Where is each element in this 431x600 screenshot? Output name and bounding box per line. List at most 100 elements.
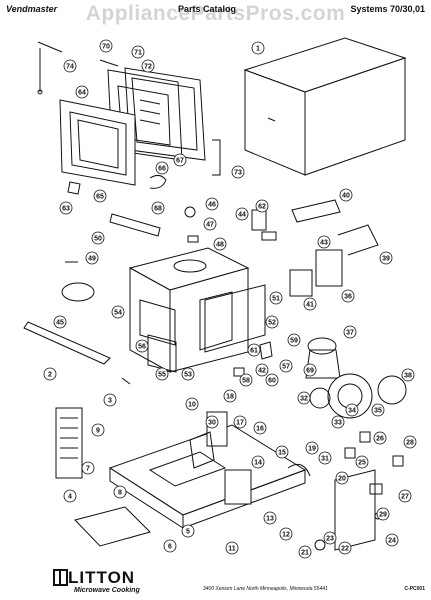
svg-text:47: 47	[206, 222, 214, 229]
hinge-strip-part	[99, 59, 119, 67]
balloon-28: 28	[403, 435, 417, 449]
svg-text:52: 52	[268, 320, 276, 327]
svg-text:40: 40	[342, 193, 350, 200]
svg-text:17: 17	[236, 420, 244, 427]
balloon-12: 12	[279, 527, 293, 541]
company-address: 3400 Xenium Lane North Minneapolis, Minn…	[203, 586, 328, 592]
balloon-21: 21	[298, 545, 312, 559]
balloon-9: 9	[91, 423, 105, 437]
relay-board-part	[334, 469, 376, 551]
thermal-cutout-part	[184, 206, 196, 218]
balloon-35: 35	[371, 403, 385, 417]
balloon-51: 51	[269, 291, 283, 305]
balloon-54: 54	[111, 305, 125, 319]
svg-text:8: 8	[118, 490, 122, 497]
svg-text:49: 49	[88, 256, 96, 263]
balloon-38: 38	[401, 368, 415, 382]
balloon-37: 37	[343, 325, 357, 339]
svg-text:9: 9	[96, 428, 100, 435]
svg-text:36: 36	[344, 294, 352, 301]
balloon-70: 70	[99, 39, 113, 53]
balloon-24: 24	[385, 533, 399, 547]
svg-text:68: 68	[154, 206, 162, 213]
diode-part	[189, 431, 215, 469]
stirrer-part	[61, 282, 95, 302]
cavity-side-panel-part	[204, 284, 266, 353]
balloon-36: 36	[341, 289, 355, 303]
svg-text:60: 60	[268, 378, 276, 385]
terminal-block-part	[392, 455, 404, 467]
balloon-67: 67	[173, 153, 187, 167]
svg-text:55: 55	[158, 372, 166, 379]
svg-text:12: 12	[282, 532, 290, 539]
balloon-53: 53	[181, 367, 195, 381]
door-assembly-part	[59, 99, 136, 186]
balloon-15: 15	[275, 445, 289, 459]
balloon-32: 32	[297, 391, 311, 405]
brand-name: LITTON	[68, 568, 136, 587]
balloon-7: 7	[81, 461, 95, 475]
balloon-8: 8	[113, 485, 127, 499]
balloon-2: 2	[43, 367, 57, 381]
hv-transformer-part	[224, 469, 252, 505]
balloon-16: 16	[253, 421, 267, 435]
svg-text:54: 54	[114, 310, 122, 317]
svg-text:44: 44	[238, 212, 246, 219]
switch-part	[259, 341, 273, 360]
balloon-64: 64	[75, 85, 89, 99]
svg-text:18: 18	[226, 394, 234, 401]
svg-text:45: 45	[56, 320, 64, 327]
svg-text:39: 39	[382, 256, 390, 263]
balloon-43: 43	[317, 235, 331, 249]
door-link-part	[37, 41, 63, 95]
svg-text:10: 10	[188, 402, 196, 409]
balloon-58: 58	[239, 373, 253, 387]
header-title: Parts Catalog	[178, 4, 237, 14]
terminal-block-part	[359, 431, 371, 443]
svg-text:57: 57	[282, 364, 290, 371]
balloon-19: 19	[305, 441, 319, 455]
balloon-72: 72	[141, 59, 155, 73]
svg-text:14: 14	[254, 460, 262, 467]
latch-handle-part	[149, 174, 167, 189]
svg-text:74: 74	[66, 64, 74, 71]
svg-text:13: 13	[266, 516, 274, 523]
balloon-74: 74	[63, 59, 77, 73]
balloon-30: 30	[205, 415, 219, 429]
balloon-4: 4	[63, 489, 77, 503]
svg-text:53: 53	[184, 372, 192, 379]
balloon-14: 14	[251, 455, 265, 469]
litton-logo-icon	[53, 569, 68, 586]
balloon-52: 52	[265, 315, 279, 329]
svg-text:37: 37	[346, 330, 354, 337]
header-model: Vendmaster	[6, 4, 58, 14]
filter-part	[74, 506, 151, 547]
balloon-47: 47	[203, 217, 217, 231]
svg-text:35: 35	[374, 408, 382, 415]
svg-text:59: 59	[290, 338, 298, 345]
svg-text:65: 65	[96, 194, 104, 201]
capacitor-part	[289, 269, 313, 297]
watermark: AppliancePartsPros.com	[85, 2, 346, 25]
svg-text:26: 26	[376, 436, 384, 443]
interlock-switch-part	[251, 209, 267, 231]
header-system: Systems 70/30,01	[350, 4, 425, 14]
terminal-part	[187, 235, 199, 243]
balloon-11: 11	[225, 541, 239, 555]
balloon-23: 23	[323, 531, 337, 545]
choke-bar-part	[109, 213, 161, 237]
svg-text:21: 21	[301, 550, 309, 557]
terminal-block-part	[344, 447, 356, 459]
fuse-part	[121, 377, 131, 385]
svg-text:34: 34	[348, 408, 356, 415]
svg-text:42: 42	[258, 368, 266, 375]
balloon-13: 13	[263, 511, 277, 525]
waveguide-part	[147, 334, 177, 373]
svg-text:15: 15	[278, 450, 286, 457]
door-gasket-part	[124, 67, 206, 161]
balloon-41: 41	[303, 297, 317, 311]
balloon-39: 39	[379, 251, 393, 265]
svg-text:62: 62	[258, 204, 266, 211]
balloon-27: 27	[398, 489, 412, 503]
balloon-50: 50	[91, 231, 105, 245]
